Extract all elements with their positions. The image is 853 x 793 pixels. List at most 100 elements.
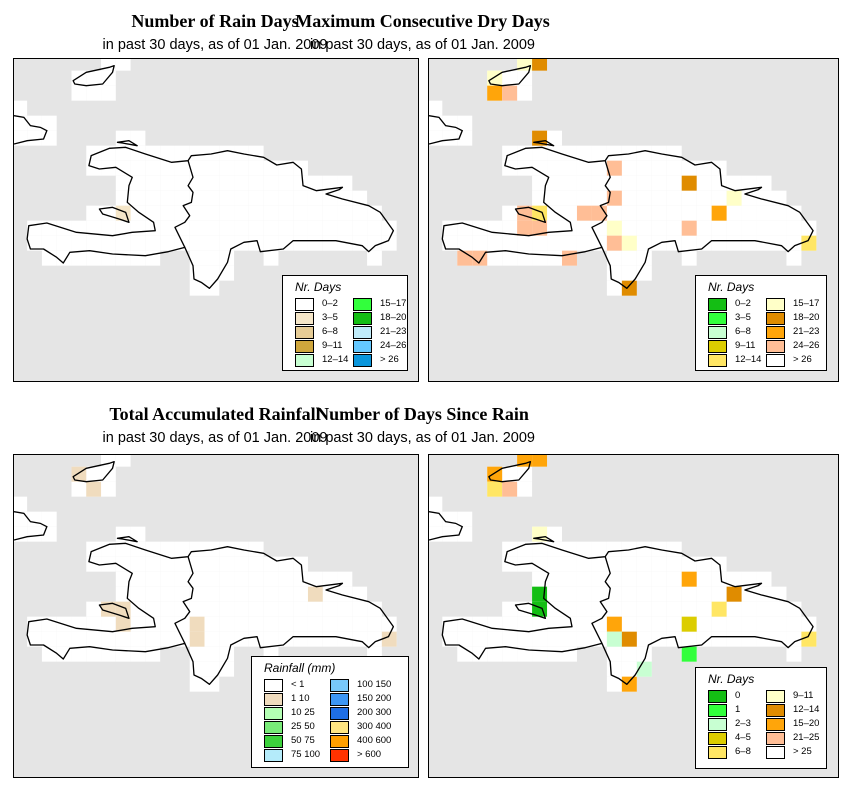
land-cell — [234, 601, 249, 617]
land-cell — [666, 235, 682, 251]
land-cell — [756, 586, 772, 602]
land-cell — [547, 586, 563, 602]
land-cell — [636, 646, 652, 662]
land-cell — [606, 250, 622, 266]
land-cell — [576, 601, 592, 617]
land-cell — [696, 220, 712, 236]
land-cell — [293, 190, 308, 206]
coastline-gonave — [514, 602, 547, 619]
land-cell — [219, 631, 235, 647]
land-cell — [367, 205, 382, 221]
land-cell — [532, 646, 548, 662]
data-cell — [487, 481, 503, 497]
land-cell — [56, 235, 72, 251]
land-cell — [741, 175, 757, 191]
panel-subtitle: in past 30 days, as of 01 Jan. 2009 — [102, 430, 328, 446]
land-cell — [621, 205, 637, 221]
data-cell — [621, 235, 637, 251]
land-cell — [86, 466, 102, 482]
land-cell — [532, 145, 548, 161]
land-cell — [130, 571, 146, 587]
legend-swatch — [708, 340, 727, 353]
land-cell — [160, 160, 175, 176]
land-cell — [741, 616, 757, 632]
land-cell — [771, 616, 787, 632]
land-cell — [606, 571, 622, 587]
land-cell — [621, 571, 637, 587]
legend-swatch — [330, 693, 349, 706]
legend-label: 15–20 — [793, 718, 820, 729]
legend-label: 0–2 — [322, 298, 338, 309]
land-cell — [322, 631, 338, 647]
land-cell — [115, 175, 131, 191]
land-cell — [367, 616, 382, 632]
land-cell — [562, 556, 577, 572]
data-cell — [532, 59, 548, 71]
land-cell — [130, 601, 146, 617]
land-cell — [115, 235, 131, 251]
land-cell — [101, 145, 116, 161]
legend-label: 15–17 — [380, 298, 407, 309]
land-cell — [457, 631, 473, 647]
land-cell — [307, 235, 323, 251]
land-cell — [160, 220, 175, 236]
legend-swatch — [353, 298, 372, 311]
land-cell — [562, 601, 577, 617]
land-cell — [174, 571, 190, 587]
country-border — [591, 556, 611, 644]
land-cell — [322, 601, 338, 617]
land-cell — [576, 145, 592, 161]
coastline-hispaniola — [441, 146, 814, 289]
land-cell — [160, 601, 175, 617]
panel-subtitle: in past 30 days, as of 01 Jan. 2009 — [310, 37, 535, 53]
land-cell — [576, 616, 592, 632]
land-cell — [145, 631, 161, 647]
land-cell — [696, 631, 712, 647]
land-cell — [666, 190, 682, 206]
land-cell — [562, 616, 577, 632]
land-cell — [189, 160, 205, 176]
land-cell — [219, 541, 235, 557]
land-cell — [547, 526, 563, 542]
land-cell — [457, 235, 473, 251]
land-cell — [726, 205, 742, 221]
legend-label: 0 — [735, 690, 741, 701]
land-cell — [741, 220, 757, 236]
data-cell — [606, 160, 622, 176]
land-cell — [41, 631, 57, 647]
land-cell — [174, 175, 190, 191]
land-cell — [145, 160, 161, 176]
land-cell — [636, 250, 652, 266]
land-cell — [278, 601, 294, 617]
land-cell — [756, 220, 772, 236]
land-cell — [234, 190, 249, 206]
land-cell — [219, 571, 235, 587]
land-cell — [651, 175, 667, 191]
land-cell — [771, 220, 787, 236]
land-cell — [621, 646, 637, 662]
land-cell — [189, 220, 205, 236]
land-cell — [160, 175, 175, 191]
land-cell — [145, 556, 161, 572]
panel-title: Total Accumulated Rainfall — [109, 404, 321, 424]
data-cell — [681, 646, 697, 662]
land-cell — [278, 190, 294, 206]
land-cell — [234, 616, 249, 632]
land-cell — [636, 631, 652, 647]
legend-swatch — [766, 704, 785, 717]
legend-swatch — [708, 704, 727, 717]
land-cell — [517, 481, 533, 497]
data-cell — [307, 586, 323, 602]
land-cell — [562, 160, 577, 176]
land-cell — [442, 511, 458, 527]
legend-label: 21–23 — [793, 326, 820, 337]
legend-label: 12–14 — [735, 354, 762, 365]
legend-swatch — [766, 746, 785, 759]
land-cell — [741, 571, 757, 587]
legend-swatch — [264, 679, 283, 692]
data-cell — [681, 571, 697, 587]
land-cell — [726, 601, 742, 617]
land-cell — [636, 616, 652, 632]
